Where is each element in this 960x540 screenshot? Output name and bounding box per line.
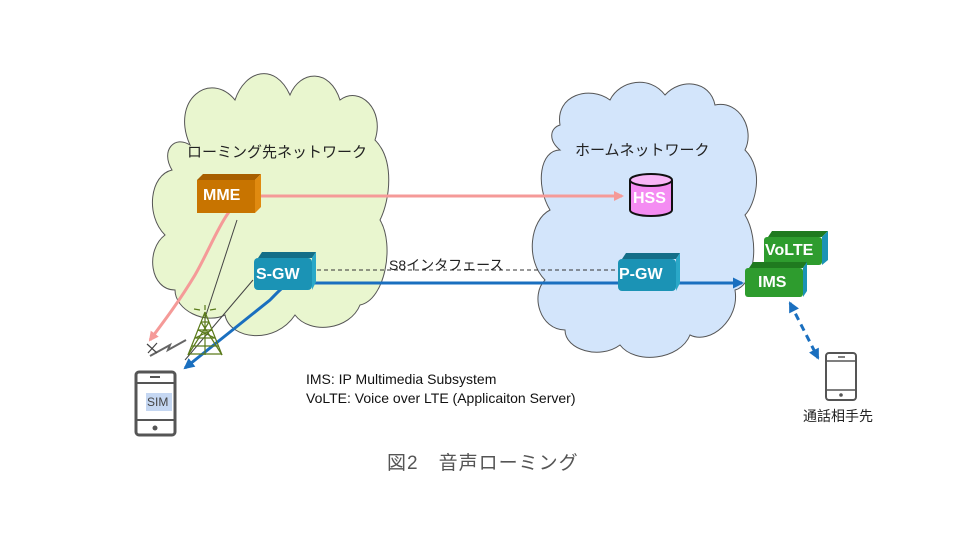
mme-label: MME [203,187,241,204]
hss-label: HSS [633,190,666,207]
callee-phone-icon [825,352,857,401]
antenna-tower-icon [187,305,223,356]
callee-label: 通話相手先 [803,408,873,424]
pgw-node [618,253,680,291]
radio-link-icon [149,339,187,357]
home-network-title: ホームネットワーク [575,142,710,159]
legend-notes: IMS: IP Multimedia Subsystem VoLTE: Voic… [306,370,576,408]
home-network-cloud [531,81,758,358]
mme-node [197,174,261,213]
s8-interface-label: S8インタフェース [389,257,504,273]
sgw-label: S-GW [256,266,300,283]
roaming-phone-icon [134,370,177,437]
sim-label: SIM [147,395,169,409]
note-ims: IMS: IP Multimedia Subsystem [306,371,497,387]
pgw-label: P-GW [619,266,663,283]
roaming-network-cloud [151,73,390,337]
figure-caption: 図2 音声ローミング [387,453,579,474]
cross-mark-icon [146,342,158,354]
volte-node [764,231,828,265]
tower-link-sgw [184,279,254,361]
note-volte: VoLTE: Voice over LTE (Applicaiton Serve… [306,390,576,406]
sgw-node [254,252,316,290]
ims-node [745,262,807,297]
tower-link-mme [204,219,238,319]
volte-label: VoLTE [765,242,814,259]
roaming-network-title: ローミング先ネットワーク [187,144,368,161]
hss-node [629,173,673,217]
ims-callee-arrow [788,301,820,360]
ims-label: IMS [758,274,787,291]
